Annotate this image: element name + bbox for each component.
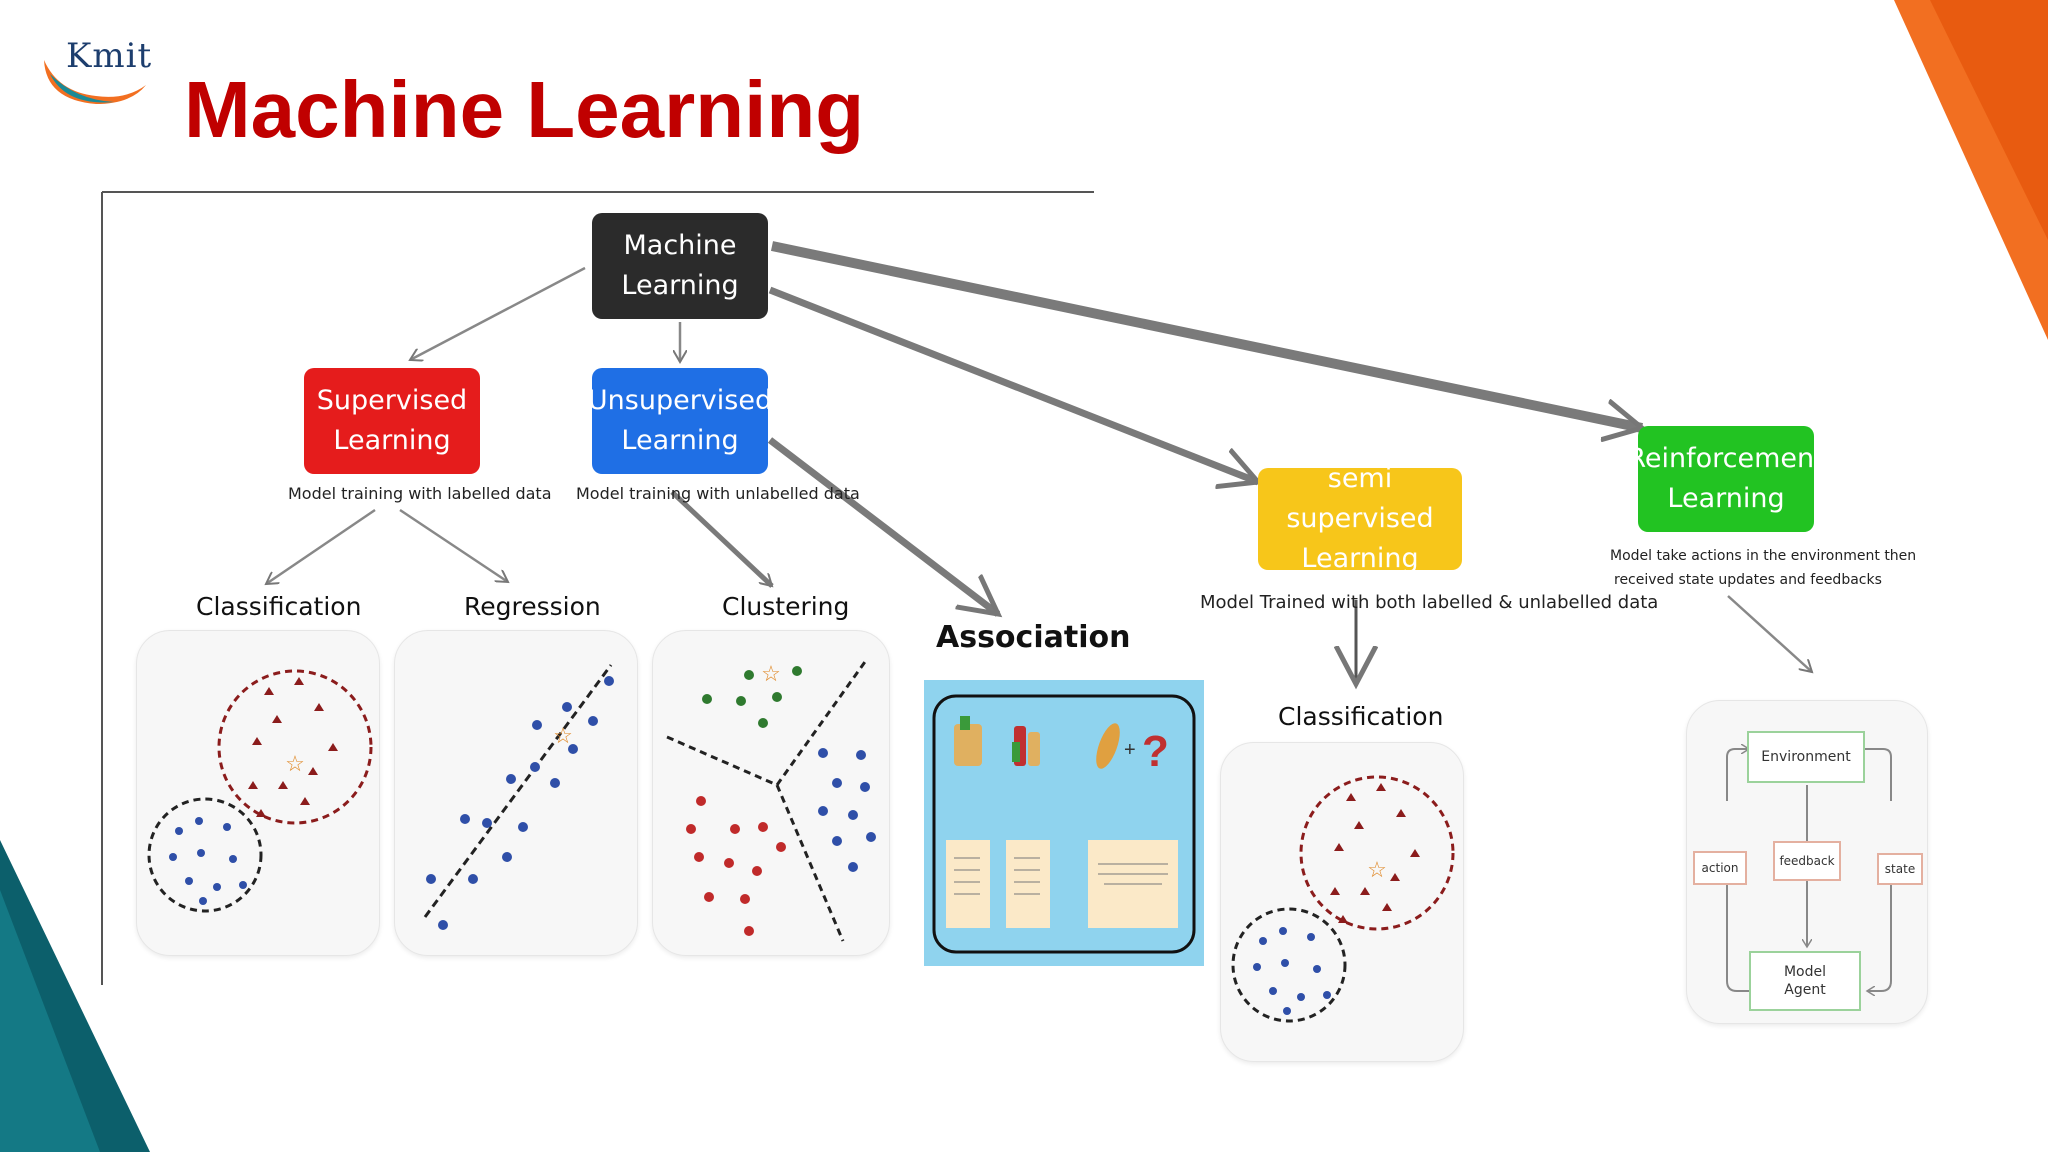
reinforcement-caption-line2: received state updates and feedbacks — [1614, 572, 1882, 588]
top-right-orange-accent-dark — [1930, 0, 2048, 240]
semi-classification-panel: ☆ — [1220, 742, 1464, 1062]
semi-supervised-caption: Model Trained with both labelled & unlab… — [1200, 592, 1659, 613]
clustering-plot: ☆ — [666, 658, 876, 942]
rl-action-box: action — [1693, 851, 1747, 885]
reinforcement-line2: Learning — [1667, 483, 1785, 514]
classification-label: Classification — [196, 592, 362, 621]
supervised-line1: Supervised — [316, 385, 468, 416]
supervised-caption: Model training with labelled data — [288, 484, 552, 503]
bottom-left-teal-accent-light — [0, 890, 100, 1152]
rl-environment-box: Environment — [1747, 731, 1865, 783]
semi-supervised-line2: Learning — [1301, 543, 1419, 574]
clustering-panel: ☆ — [652, 630, 890, 956]
supervised-line2: Learning — [333, 425, 451, 456]
connector-unsupervised-association — [767, 437, 998, 614]
rl-loop-arrows — [1726, 701, 1892, 1023]
logo-text: Kmit — [66, 36, 153, 76]
connector-supervised-regression — [399, 508, 508, 582]
regression-panel: ☆ — [394, 630, 638, 956]
kmit-logo — [44, 60, 146, 104]
classification-plot: ☆ — [147, 669, 373, 913]
connector-root-semi — [768, 286, 1258, 482]
rl-state-box: state — [1877, 853, 1923, 885]
page-title: Machine Learning — [184, 65, 865, 154]
connector-unsupervised-clustering — [670, 490, 774, 588]
semi-supervised-line1: semi supervised — [1286, 463, 1434, 534]
root-node-line1: Machine — [623, 230, 737, 261]
connector-supervised-classification — [266, 508, 376, 584]
root-node-line2: Learning — [621, 270, 739, 301]
unsupervised-line1: Unsupervised — [587, 385, 773, 416]
svg-text:☆: ☆ — [761, 661, 781, 686]
reinforcement-line1: Reinforcement — [1627, 443, 1825, 474]
svg-text:+: + — [1124, 739, 1136, 761]
unsupervised-caption: Model training with unlabelled data — [576, 484, 860, 503]
rl-loop-panel: Environment action feedback state Model … — [1686, 700, 1928, 1024]
rl-agent-line1: Model — [1783, 964, 1827, 980]
connector-root-supervised — [410, 266, 586, 360]
association-label: Association — [936, 620, 1131, 655]
connector-root-reinforcement — [770, 241, 1642, 428]
connector-reinforcement-rl — [1727, 595, 1812, 672]
svg-text:☆: ☆ — [553, 723, 573, 748]
semi-classification-label: Classification — [1278, 702, 1444, 731]
classification-panel: ☆ — [136, 630, 380, 956]
reinforcement-caption-line1: Model take actions in the environment th… — [1610, 548, 1917, 564]
regression-label: Regression — [464, 592, 601, 621]
rl-agent-box: Model Agent — [1749, 951, 1861, 1011]
association-panel: + ? — [924, 680, 1204, 966]
clustering-label: Clustering — [722, 592, 850, 621]
svg-text:?: ? — [1142, 727, 1169, 776]
svg-text:☆: ☆ — [285, 751, 305, 776]
association-illustration: + ? — [932, 694, 1196, 954]
unsupervised-line2: Learning — [621, 425, 739, 456]
rl-feedback-box: feedback — [1773, 841, 1841, 881]
svg-text:☆: ☆ — [1367, 857, 1387, 882]
semi-classification-plot: ☆ — [1231, 775, 1455, 1023]
regression-plot: ☆ — [423, 664, 614, 930]
rl-agent-line2: Agent — [1784, 982, 1826, 998]
